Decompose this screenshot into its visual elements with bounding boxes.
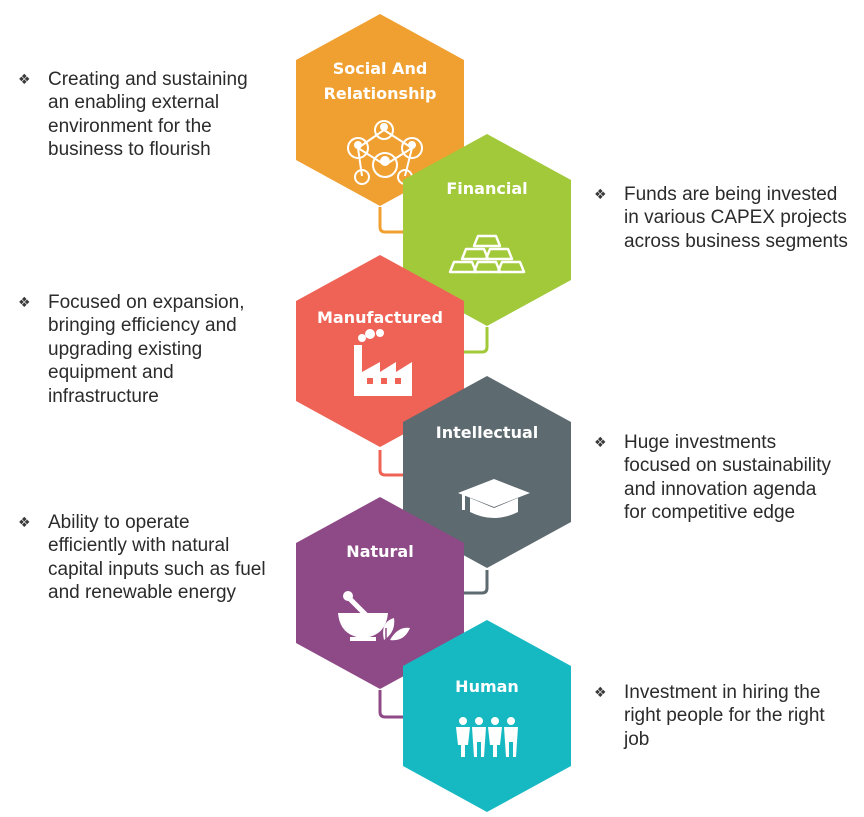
hex-title-social-2: Relationship	[324, 84, 437, 103]
description-manufactured: ❖ Focused on expansion, bringing efficie…	[18, 291, 245, 408]
hex-social-relationship: Social And Relationship	[296, 14, 464, 206]
hex-title-natural: Natural	[346, 542, 413, 561]
desc-line: Ability to operate	[48, 512, 190, 533]
desc-line: for competitive edge	[624, 502, 796, 524]
hex-natural-shape	[296, 497, 464, 689]
bullet-icon: ❖	[18, 71, 31, 87]
desc-line: Focused on expansion,	[48, 292, 245, 313]
desc-line: bringing efficiency and	[48, 315, 237, 337]
connectors	[378, 207, 489, 719]
desc-line: right people for the right	[624, 705, 825, 727]
hex-intellectual-shape	[403, 376, 571, 568]
desc-line: environment for the	[48, 115, 212, 137]
desc-line: in various CAPEX projects	[624, 207, 847, 229]
bullet-icon: ❖	[594, 684, 607, 700]
desc-line: equipment and	[48, 362, 174, 384]
hex-human: Human	[403, 620, 571, 812]
hex-title-intellectual: Intellectual	[436, 423, 538, 442]
gold-bars-icon	[448, 234, 526, 274]
description-natural: ❖ Ability to operate efficiently with na…	[18, 511, 266, 605]
hex-manufactured: Manufactured	[296, 255, 464, 447]
desc-line: an enabling external	[48, 92, 220, 114]
hex-financial: Financial	[403, 134, 571, 326]
desc-line: and renewable energy	[48, 582, 237, 604]
hex-financial-shape	[403, 134, 571, 326]
description-financial: ❖ Funds are being invested in various CA…	[594, 183, 848, 253]
bullet-icon: ❖	[594, 434, 607, 450]
hex-social-shape	[296, 14, 464, 206]
connector-natural-human	[378, 690, 405, 719]
description-human: ❖ Investment in hiring the right people …	[594, 681, 825, 751]
hex-intellectual: Intellectual	[403, 376, 571, 568]
hex-title-financial: Financial	[446, 179, 527, 198]
hex-human-shape	[403, 620, 571, 812]
desc-line: focused on sustainability	[624, 455, 832, 477]
hex-title-manufactured: Manufactured	[317, 308, 443, 327]
desc-line: job	[624, 728, 650, 750]
desc-line: across business segments	[624, 230, 848, 252]
mortar-pestle-leaf-icon	[338, 591, 410, 641]
hex-natural: Natural	[296, 497, 464, 689]
bullet-icon: ❖	[18, 294, 31, 310]
description-social: ❖ Creating and sustaining an enabling ex…	[18, 68, 248, 162]
network-people-icon	[347, 120, 423, 185]
desc-line: Huge investments	[624, 432, 777, 453]
hex-manufactured-shape	[296, 255, 464, 447]
hex-title-human: Human	[455, 677, 519, 696]
desc-line: infrastructure	[48, 385, 159, 407]
people-group-icon	[456, 717, 518, 757]
graduation-cap-icon	[458, 479, 530, 518]
hex-title-social-1: Social And	[333, 59, 428, 78]
desc-line: efficiently with natural	[48, 535, 230, 557]
connector-manufactured-intellectual	[378, 450, 405, 477]
desc-line: Creating and sustaining	[48, 69, 248, 90]
desc-line: Funds are being invested	[624, 184, 838, 205]
desc-line: and innovation agenda	[624, 478, 817, 500]
bullet-icon: ❖	[594, 186, 607, 202]
desc-line: Investment in hiring the	[624, 682, 821, 703]
desc-line: upgrading existing	[48, 338, 203, 360]
desc-line: capital inputs such as fuel	[48, 558, 266, 580]
description-intellectual: ❖ Huge investments focused on sustainabi…	[594, 431, 832, 525]
connector-intellectual-natural	[462, 570, 489, 595]
connector-social-financial	[378, 207, 405, 234]
factory-icon	[354, 329, 412, 396]
bullet-icon: ❖	[18, 514, 31, 530]
desc-line: business to flourish	[48, 139, 211, 161]
connector-financial-manufactured	[462, 327, 489, 354]
